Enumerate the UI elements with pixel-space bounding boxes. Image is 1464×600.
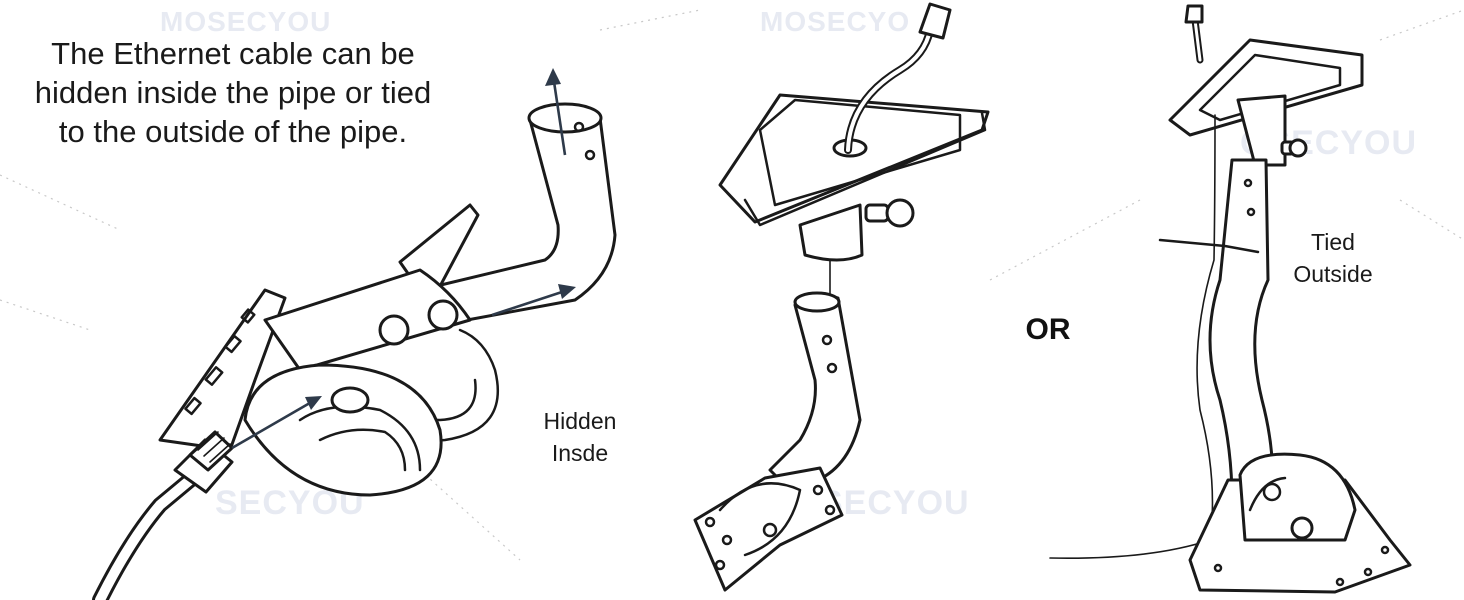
ethernet-plug-icon	[1184, 4, 1204, 24]
mount-bolt	[427, 299, 459, 331]
watermark-top-center: MOSECYO	[760, 6, 911, 37]
pipe-hole	[584, 149, 596, 161]
pipe-top	[793, 291, 841, 313]
pipe-hole	[573, 121, 585, 133]
dotted-guide-line	[599, 9, 701, 31]
external-cable	[1049, 114, 1216, 559]
tray-sleeve	[798, 203, 864, 262]
hidden-inside-caption: Hidden Insde	[520, 405, 640, 469]
mount-base	[243, 363, 443, 497]
mount-center-hidden	[693, 2, 990, 592]
dotted-guide-line	[0, 174, 121, 231]
arrow-up-icon	[545, 68, 567, 156]
hidden-inside-line-2: Insde	[551, 440, 609, 467]
dotted-guide-line	[989, 199, 1141, 281]
ethernet-plug-icon	[918, 2, 952, 40]
base-slot	[298, 405, 422, 472]
base-center	[330, 386, 370, 414]
watermark-bottom-center: SECYOU	[820, 484, 970, 522]
dotted-guide-line	[0, 299, 91, 331]
tray-plate	[718, 93, 990, 224]
main-caption: The Ethernet cable can be hidden inside …	[34, 36, 432, 150]
tied-outside-caption: Tied Outside	[1268, 226, 1398, 290]
arrow-in-icon	[231, 396, 322, 450]
cable-tie	[1158, 238, 1260, 254]
mount-bolt	[378, 314, 410, 346]
thumb-screw	[864, 203, 890, 223]
mount-saddle	[263, 268, 472, 372]
watermark-top-left: MOSECYOU	[160, 6, 332, 37]
hidden-inside-line-1: Hidden	[543, 408, 617, 434]
tied-outside-line-1: Tied	[1311, 229, 1355, 255]
tray-rim	[758, 98, 962, 207]
or-label: OR	[1025, 313, 1071, 346]
right-column-top	[1236, 94, 1287, 167]
pipe-opening	[527, 102, 603, 134]
dotted-guide-line	[1379, 9, 1464, 41]
arrow-right-icon	[491, 284, 576, 317]
right-base-housing	[1238, 452, 1357, 542]
dotted-guide-line	[1399, 199, 1464, 241]
ethernet-plug-icon	[92, 430, 234, 600]
dotted-guide-line	[419, 469, 521, 561]
thumb-knob	[1288, 138, 1308, 158]
mount-bracket-icon	[158, 102, 617, 497]
center-pipe	[768, 293, 862, 492]
tied-outside-line-2: Outside	[1293, 261, 1373, 288]
right-pipe	[1208, 158, 1275, 502]
thumb-knob	[885, 198, 915, 228]
base-slot	[318, 428, 407, 472]
mount-right-tied	[1049, 4, 1412, 594]
center-u-bracket	[718, 482, 802, 557]
